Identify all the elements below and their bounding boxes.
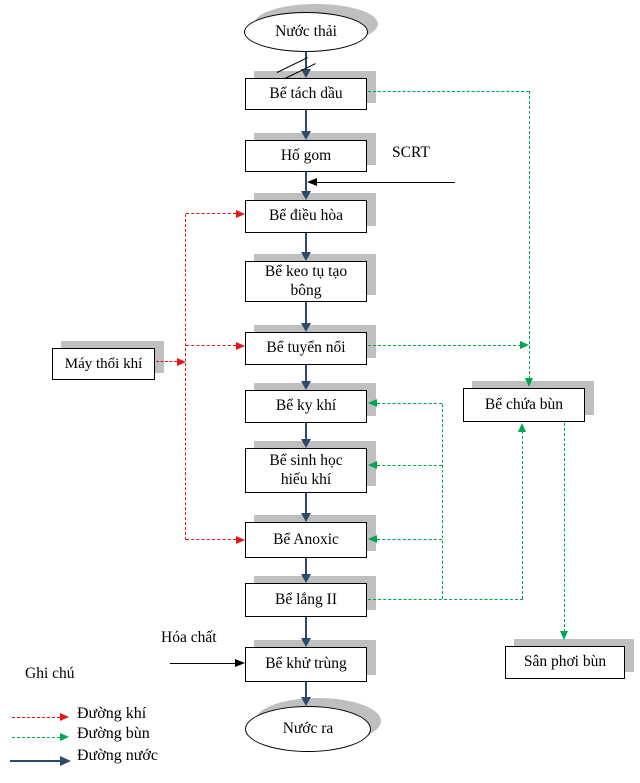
sludge-line-lang-ii-out (368, 599, 523, 600)
air-branch-anoxic (186, 539, 236, 540)
sludge-branch-sinh-hoc (377, 465, 442, 466)
sludge-arrowhead-sinh-hoc (368, 461, 377, 469)
air-arrowhead-riser (177, 358, 186, 366)
sludge-arrowhead-anoxic (368, 535, 377, 543)
water-arrowhead-down (301, 191, 311, 200)
water-arrowhead-down (301, 323, 311, 332)
water-arrowhead-down (301, 574, 311, 583)
water-arrowhead-down (301, 513, 311, 522)
water-line-sinhhoc-anoxic (305, 493, 307, 514)
water-arrowhead-down (301, 439, 311, 448)
legend-water-arrowhead (60, 755, 71, 766)
legend-sludge-line (12, 737, 60, 738)
air-line-may-thoi-khi (156, 361, 177, 362)
water-line-tuyennoi-kykhi (305, 365, 307, 382)
node-nuoc-ra: Nước ra (245, 706, 371, 752)
node-label: Máy thổi khí (64, 355, 143, 372)
air-arrowhead-anoxic (236, 536, 245, 544)
node-label: Bể tách dầu (269, 84, 343, 102)
sludge-branch-anoxic (377, 539, 442, 540)
water-arrowhead-down (301, 131, 311, 140)
node-label: Bể ky khí (275, 397, 337, 415)
water-line-tachdau-hogom (305, 110, 307, 132)
air-arrowhead-dieu-hoa (236, 210, 245, 218)
node-label: Bể keo tụ tạo bông (264, 262, 348, 299)
sludge-arrowhead-ky-khi (368, 399, 377, 407)
node-label: Bể khử trùng (265, 655, 347, 673)
sludge-arrowhead-chua-bun-bottom (518, 423, 526, 432)
node-be-ky-khi: Bể ky khí (245, 390, 367, 423)
legend-air-line (12, 717, 60, 718)
node-be-dieu-hoa: Bể điều hòa (245, 200, 367, 233)
sludge-arrowhead-san-phoi-bun (560, 631, 568, 640)
water-arrowhead-down (301, 697, 311, 706)
node-label: Bể lắng II (275, 590, 337, 608)
sludge-arrowhead-chua-bun-top (525, 378, 533, 387)
sludge-branch-ky-khi (377, 403, 442, 404)
hoa-chat-arrow-line (170, 663, 235, 664)
node-label: Bể tuyển nổi (266, 339, 346, 357)
water-line-nuocthai-tachdau (305, 52, 307, 70)
node-label: Bể điều hòa (268, 207, 344, 225)
water-arrowhead-down (301, 252, 311, 261)
water-arrowhead-down (301, 69, 311, 78)
sludge-line-tuyen-noi-out (368, 345, 521, 346)
scrt-arrow-line (317, 182, 455, 183)
node-ho-gom: Hố gom (245, 140, 367, 172)
air-arrowhead-tuyen-noi (236, 342, 245, 350)
node-label: Sân phơi bùn (523, 653, 607, 671)
water-line-langii-khutrung (305, 617, 307, 639)
air-riser-line (185, 214, 186, 540)
node-san-phoi-bun: Sân phơi bùn (505, 646, 625, 679)
node-label: Hố gom (280, 146, 332, 164)
legend-sludge-arrowhead (60, 733, 69, 741)
air-branch-dieu-hoa (186, 213, 236, 214)
water-line-khutrung-nuocra (305, 682, 307, 698)
node-label: Bể chứa bùn (484, 395, 564, 413)
node-be-sinh-hoc-hieu-khi: Bể sinh học hiếu khí (245, 448, 367, 493)
water-line-dieuhoa-keotu (305, 233, 307, 253)
water-arrowhead-down (301, 638, 311, 647)
legend-air-label: Đường khí (77, 705, 147, 722)
sludge-drop-to-chua-bun (529, 91, 530, 379)
node-may-thoi-khi: Máy thổi khí (52, 348, 155, 380)
scrt-arrowhead-left (307, 178, 317, 186)
water-arrowhead-down (301, 381, 311, 390)
node-be-khu-trung: Bể khử trùng (245, 647, 367, 682)
water-line-anoxic-langii (305, 558, 307, 575)
water-line-kykhi-sinhhoc (305, 423, 307, 440)
node-be-anoxic: Bể Anoxic (245, 522, 367, 558)
sludge-rise-to-chua-bun (522, 431, 523, 599)
node-label: Nước ra (282, 720, 334, 737)
sludge-arrowhead-into-drop (520, 341, 529, 349)
hoa-chat-arrowhead-right (235, 659, 245, 667)
hoa-chat-label: Hóa chất (161, 629, 217, 646)
legend-water-line (10, 760, 60, 762)
node-nuoc-thai: Nước thải (244, 12, 368, 52)
legend-air-arrowhead (60, 713, 69, 721)
node-be-tach-dau: Bể tách dầu (245, 78, 367, 110)
node-be-lang-ii: Bể lắng II (245, 583, 367, 617)
legend-water-label: Đường nước (77, 747, 158, 764)
water-line-hogom-dieuhoa (305, 172, 307, 192)
sludge-line-to-san-phoi-bun (564, 423, 565, 632)
sludge-recirculation-riser (442, 404, 443, 599)
node-be-tuyen-noi: Bể tuyển nổi (245, 332, 367, 365)
node-label: Nước thải (275, 23, 337, 40)
legend-sludge-label: Đường bùn (77, 725, 150, 742)
air-branch-tuyen-noi (186, 345, 236, 346)
node-be-chua-bun: Bể chứa bùn (463, 388, 585, 422)
node-label: Bể sinh học hiếu khí (269, 451, 343, 488)
sludge-line-tach-dau-out (368, 91, 529, 92)
node-label: Bể Anoxic (273, 530, 339, 548)
node-be-keo-tu-tao-bong: Bể keo tụ tạo bông (245, 261, 367, 302)
scrt-label: SCRT (392, 144, 430, 161)
water-line-keotu-tuyennoi (305, 302, 307, 324)
legend-title: Ghi chú (25, 665, 75, 682)
